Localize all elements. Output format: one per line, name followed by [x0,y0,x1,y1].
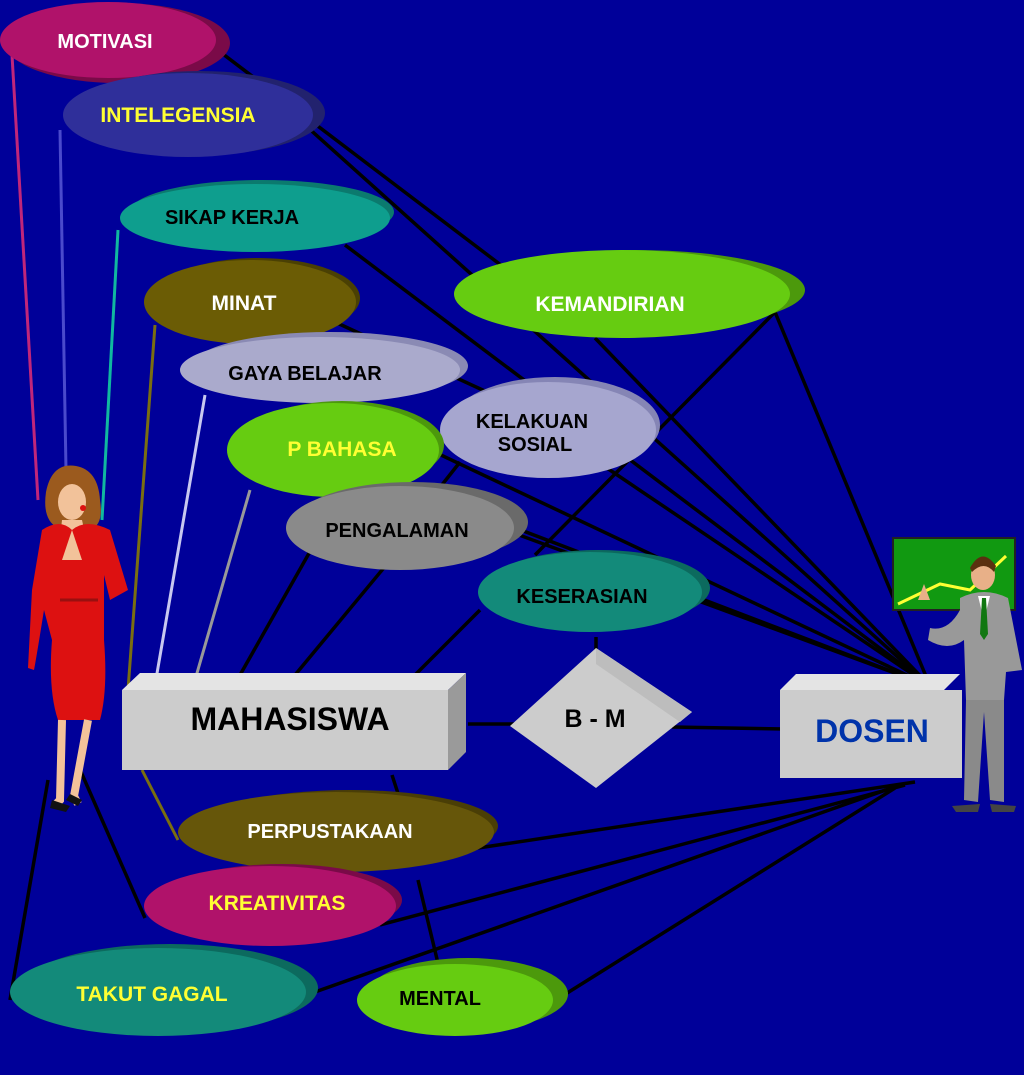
node-keserasian: KESERASIAN [478,550,710,632]
link-pengalaman-mahasiswa-b [293,556,394,677]
box-mahasiswa: MAHASISWA [122,673,466,770]
label-perpustakaan: PERPUSTAKAAN [247,821,412,843]
link-student-kreativitas [76,764,147,919]
link-takutgagal-dosen [297,783,901,1000]
node-kemandirian: KEMANDIRIAN [454,250,805,338]
link-motivasi-student [10,54,40,501]
node-takut-gagal: TAKUT GAGAL [10,944,318,1036]
link-kelakuan-dosen [597,460,931,688]
label-sikap-kerja: SIKAP KERJA [165,207,299,229]
node-intelegensia: INTELEGENSIA [63,71,325,157]
link-perpustakaan-dosen [477,780,916,850]
label-intelegensia: INTELEGENSIA [100,104,255,127]
link-pengalaman-mahasiswa-a [238,547,314,676]
label-motivasi: MOTIVASI [57,31,152,53]
link-bm-dosen [671,725,785,731]
red-dress [28,524,128,720]
link-mental-dosen [547,786,896,1007]
label-pengalaman: PENGALAMAN [325,520,468,542]
student-colored-links [10,54,252,841]
link-bahasa-mahasiswa [193,489,252,681]
link-sikap-student [100,229,120,521]
label-p-bahasa: P BAHASA [287,438,396,461]
label-takut-gagal: TAKUT GAGAL [76,983,227,1006]
link-mahasiswa-perpustakaan [140,769,180,841]
link-student-takutgagal [8,779,50,1001]
label-kreativitas: KREATIVITAS [209,892,346,915]
label-dosen: DOSEN [815,713,929,749]
man-presenting-chart-icon [892,537,1022,812]
box-dosen: DOSEN [780,674,962,778]
node-gaya-belajar: GAYA BELAJAR [180,332,468,403]
node-mental: MENTAL [357,958,568,1036]
label-kemandirian: KEMANDIRIAN [535,293,684,316]
grey-suit [928,592,1022,700]
label-gaya-belajar: GAYA BELAJAR [228,363,382,385]
node-motivasi: MOTIVASI [0,2,230,83]
woman-in-red-suit-icon [28,465,128,812]
link-minat-student [126,324,157,691]
link-kemandirian-dosen-b [773,311,932,687]
node-p-bahasa: P BAHASA [227,401,444,497]
node-kreativitas: KREATIVITAS [144,864,402,946]
label-mental: MENTAL [399,988,481,1010]
node-pengalaman: PENGALAMAN [286,482,528,570]
link-keserasian-mahasiswa [413,608,482,677]
label-minat: MINAT [212,292,277,315]
node-perpustakaan: PERPUSTAKAAN [178,790,498,872]
label-kelakuan: KELAKUAN [476,411,588,433]
label-mahasiswa: MAHASISWA [190,701,389,737]
link-gaya-mahasiswa [153,394,207,686]
link-kemandirian-dosen-a [593,336,932,688]
label-bm: B - M [564,705,625,733]
node-kelakuan-sosial: KELAKUAN SOSIAL [440,377,660,478]
link-sikap-dosen [343,243,932,688]
node-sikap-kerja: SIKAP KERJA [120,180,394,252]
node-minat: MINAT [144,258,360,344]
box-bm: B - M [510,648,692,788]
link-intelegensia-student [58,129,68,471]
label-sosial: SOSIAL [498,434,572,456]
label-keserasian: KESERASIAN [516,586,647,608]
link-kreativitas-dosen [379,783,906,927]
